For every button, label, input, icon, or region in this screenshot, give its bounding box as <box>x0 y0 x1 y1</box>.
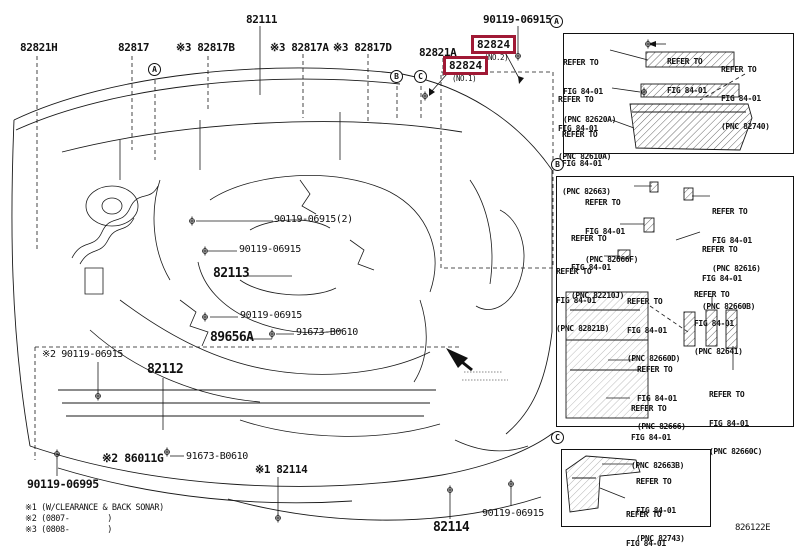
part-label-82817[interactable]: 82817 <box>118 41 150 54</box>
part-label-82112[interactable]: 82112 <box>147 362 184 377</box>
callout-a-top: A <box>550 15 563 28</box>
fastener-label-90119-06915-a[interactable]: 90119-06915 <box>239 244 301 255</box>
fastener-label-90119-06995[interactable]: 90119-06995 <box>27 477 99 491</box>
fastener-label-90119-06915-c[interactable]: ※2 90119-06915 <box>42 349 124 360</box>
footnote-2: ※2 (0807- ) <box>25 514 112 524</box>
part-label-82817b[interactable]: ※3 82817B <box>176 41 235 54</box>
refer-note-82821b: REFER TO FIG 84-01 (PNC 82821B) <box>556 267 609 333</box>
refer-note-82663: REFER TO FIG 84-01 (PNC 82663) <box>562 130 611 196</box>
callout-c-panel: C <box>551 431 564 444</box>
arrowheads <box>429 41 656 96</box>
refer-note-82616: REFER TO FIG 84-01 (PNC 82616) <box>712 207 761 273</box>
fastener-label-91673-b0610-a[interactable]: 91673-B0610 <box>296 327 358 338</box>
callout-c-main: C <box>414 70 427 83</box>
direction-arrow-tail <box>461 360 473 372</box>
highlighted-part-no1-note: (NO.1) <box>452 74 477 83</box>
part-label-82817d[interactable]: ※3 82817D <box>333 41 392 54</box>
part-label-86011g[interactable]: ※2 86011G <box>102 451 164 465</box>
dashed-leader-lines <box>34 54 746 460</box>
panel-section-a-box <box>563 33 794 154</box>
refer-note-82743: REFER TO FIG 84-01 (PNC 82743) <box>636 477 685 543</box>
refer-note-82660b: REFER TO FIG 84-01 (PNC 82660B) <box>702 245 755 311</box>
callout-b-panel: B <box>551 158 564 171</box>
part-label-82817a[interactable]: ※3 82817A <box>270 41 329 54</box>
callout-b-main: B <box>390 70 403 83</box>
tiny-label-note <box>462 371 508 381</box>
refer-note-82740: REFER TO FIG 84-01 (PNC 82740) <box>721 65 770 131</box>
part-label-82113[interactable]: 82113 <box>213 266 250 281</box>
refer-note-82210j: REFER TO FIG 84-01 (PNC 82210J) <box>571 234 624 300</box>
part-label-82821a[interactable]: 82821A <box>419 46 457 59</box>
fastener-label-90119-06915-d[interactable]: 90119-06915 <box>482 508 544 519</box>
engine-detail <box>71 112 529 452</box>
part-label-82821h[interactable]: 82821H <box>20 41 58 54</box>
fastener-label-90119-06915-top[interactable]: 90119-06915 <box>483 13 552 26</box>
highlighted-part-no2-note: (NO.2) <box>484 53 509 62</box>
part-label-89656a[interactable]: 89656A <box>210 330 254 345</box>
panel-section-c-box <box>561 449 711 527</box>
refer-note-82666f: REFER TO FIG 84-01 (PNC 82666F) <box>585 198 638 264</box>
refer-note-82666: REFER TO FIG 84-01 (PNC 82666) <box>637 365 686 431</box>
fastener-label-90119-06915-b[interactable]: 90119-06915 <box>240 310 302 321</box>
refer-note-plain: REFER TO FIG 84-01 <box>667 57 707 95</box>
footnote-3: ※3 (0808- ) <box>25 525 112 535</box>
footnote-1: ※1 (W/CLEARANCE & BACK SONAR) <box>25 503 164 513</box>
refer-note-82660c: REFER TO FIG 84-01 (PNC 82660C) <box>709 390 762 456</box>
refer-note-82663a: REFER TO FIG 84-01 (PNC 82663A) <box>626 510 666 548</box>
refer-note-82663b: REFER TO FIG 84-01 (PNC 82663B) <box>631 404 684 470</box>
body-outline <box>11 67 554 521</box>
callout-a-main: A <box>148 63 161 76</box>
part-label-82114-variant[interactable]: ※1 82114 <box>255 463 308 476</box>
panel-part-sketches <box>565 51 753 513</box>
part-label-82111[interactable]: 82111 <box>246 13 278 26</box>
highlighted-part-82824-no2[interactable]: 82824 <box>471 35 517 54</box>
refer-note-82641: REFER TO FIG 84-01 (PNC 82641) <box>694 290 743 356</box>
refer-note-82610a: REFER TO FIG 84-01 (PNC 82610A) <box>558 95 611 161</box>
figure-code: 826122E <box>735 523 771 533</box>
part-label-82114[interactable]: 82114 <box>433 520 470 535</box>
fastener-label-91673-b0610-b[interactable]: 91673-B0610 <box>186 451 248 462</box>
fastener-label-90119-06915x2[interactable]: 90119-06915(2) <box>274 214 353 225</box>
refer-note-82660d: REFER TO FIG 84-01 (PNC 82660D) <box>627 297 680 363</box>
highlighted-part-82824-no1[interactable]: 82824 <box>443 56 489 75</box>
panel-section-b-box <box>556 176 794 427</box>
refer-note-82620a: REFER TO FIG 84-01 (PNC 82620A) <box>563 58 616 124</box>
